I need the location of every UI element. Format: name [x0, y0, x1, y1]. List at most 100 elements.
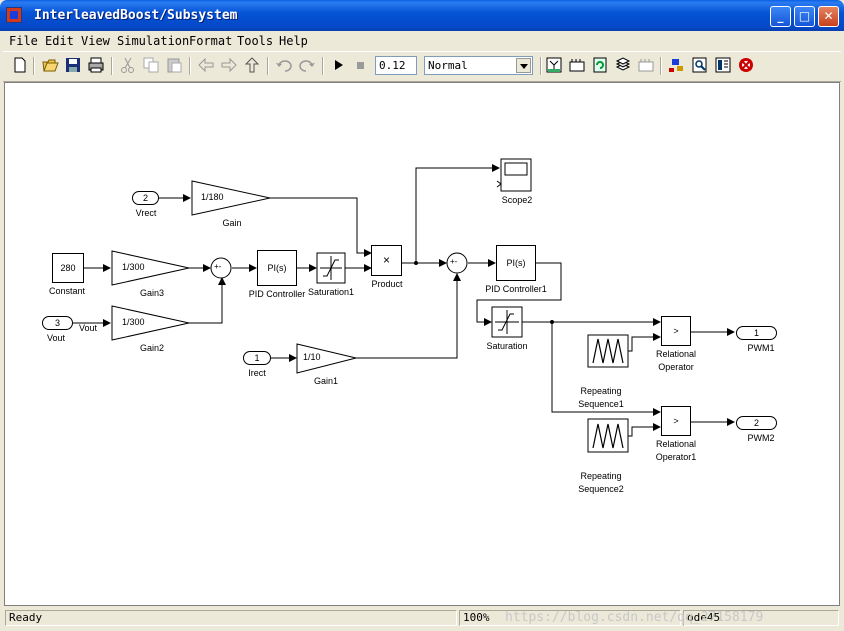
gain1-triangle[interactable]: [296, 343, 357, 374]
debug-icon[interactable]: [667, 56, 685, 74]
library-browser-icon[interactable]: [614, 56, 632, 74]
line-rep2-rel2[interactable]: [628, 423, 661, 437]
sum2-signs: +-: [450, 257, 458, 266]
line-pid1-saturation[interactable]: [476, 262, 562, 326]
menu-format-label: Format: [189, 34, 233, 48]
relational-operator1-label2: Operator1: [655, 452, 697, 462]
sum2-block[interactable]: [446, 252, 468, 274]
menu-edit[interactable]: Edit: [45, 34, 74, 48]
line-product-scope2[interactable]: [415, 164, 500, 263]
relational-operator1-block[interactable]: >: [661, 406, 691, 436]
line-rep1-rel1[interactable]: [628, 333, 661, 352]
inport-vout-num: 3: [54, 318, 60, 328]
menu-edit-label: Edit: [45, 34, 74, 48]
up-arrow-icon[interactable]: [243, 56, 261, 74]
forward-arrow-icon[interactable]: [220, 56, 238, 74]
repeating-sequence1-label1: Repeating: [580, 386, 622, 396]
cut-icon[interactable]: [119, 56, 137, 74]
paste-icon[interactable]: [165, 56, 183, 74]
stop-time-input[interactable]: 0.12: [375, 56, 417, 75]
save-icon[interactable]: [64, 56, 82, 74]
constant-label: Constant: [48, 286, 86, 296]
menu-help-label: Help: [279, 34, 308, 48]
close-button[interactable]: ✕: [818, 6, 839, 27]
watermark-text: https://blog.csdn.net/qq_27158179: [505, 610, 764, 625]
open-folder-icon[interactable]: [41, 56, 59, 74]
simulink-app-icon[interactable]: [6, 7, 22, 23]
menu-tools[interactable]: Tools: [237, 34, 273, 48]
redo-icon[interactable]: [298, 56, 316, 74]
line-saturation-rel2[interactable]: [551, 322, 661, 416]
pid-controller1-block[interactable]: PI(s): [496, 245, 536, 281]
gain3-value: 1/300: [122, 262, 145, 272]
gain-label: Gain: [222, 218, 242, 228]
build-model-icon[interactable]: [545, 56, 563, 74]
gain-value: 1/180: [201, 192, 224, 202]
inport-irect-num: 1: [254, 353, 260, 363]
gain-triangle[interactable]: [191, 180, 271, 216]
pid-controller-block[interactable]: PI(s): [257, 250, 297, 286]
gain3-triangle[interactable]: [111, 250, 190, 286]
outport-pwm1[interactable]: 1: [736, 326, 777, 340]
outport-pwm2[interactable]: 2: [736, 416, 777, 430]
saturation1-label: Saturation1: [307, 287, 355, 297]
pid-controller-label: PID Controller: [248, 289, 306, 299]
menu-file[interactable]: File: [9, 34, 38, 48]
inport-irect[interactable]: 1: [243, 351, 271, 365]
print-icon[interactable]: [87, 56, 105, 74]
maximize-button[interactable]: □: [794, 6, 815, 27]
status-bar: Ready 100% ode45 https://blog.csdn.net/q…: [3, 607, 841, 629]
menu-simulation[interactable]: Simulation: [117, 34, 189, 48]
relational-operator-block[interactable]: >: [661, 316, 691, 346]
model-browser-icon[interactable]: [714, 56, 732, 74]
inport-vout-label: Vout: [46, 333, 66, 343]
gain3-label: Gain3: [139, 288, 165, 298]
status-solver: ode45: [683, 610, 839, 626]
toggle-debug-icon[interactable]: [737, 56, 755, 74]
chevron-down-icon[interactable]: [516, 58, 531, 73]
stop-simulation-icon[interactable]: [351, 56, 369, 74]
copy-icon[interactable]: [142, 56, 160, 74]
line-gain2-sum1[interactable]: [189, 277, 226, 324]
outport-pwm2-label: PWM2: [747, 433, 775, 443]
product-label: Product: [371, 279, 403, 289]
back-arrow-icon[interactable]: [197, 56, 215, 74]
status-zoom: 100%: [459, 610, 681, 626]
saturation-label: Saturation: [486, 341, 528, 351]
product-block[interactable]: ×: [371, 245, 402, 276]
signal-lines: [73, 158, 735, 453]
model-canvas[interactable]: 2 Vrect 3 Vout Vout 1 Irect 1 PWM1 2 PWM…: [4, 82, 840, 606]
minimize-button[interactable]: _: [770, 6, 791, 27]
undo-icon[interactable]: [275, 56, 293, 74]
line-gain-product[interactable]: [270, 197, 372, 257]
outport-pwm1-label: PWM1: [747, 343, 775, 353]
inport-vout[interactable]: 3: [42, 316, 73, 330]
inport-irect-label: Irect: [248, 368, 266, 378]
gain2-value: 1/300: [122, 317, 145, 327]
toolbar: 0.12 Normal: [3, 51, 841, 82]
menu-help[interactable]: Help: [279, 34, 308, 48]
menu-format[interactable]: Format: [189, 34, 232, 48]
new-model-icon[interactable]: [11, 56, 29, 74]
repeating-sequence2-label1: Repeating: [580, 471, 622, 481]
inport-vrect[interactable]: 2: [132, 191, 159, 205]
simulation-mode-select[interactable]: Normal: [424, 56, 533, 75]
menu-simulation-label: Simulation: [117, 34, 190, 48]
menu-view[interactable]: View: [81, 34, 110, 48]
constant-block[interactable]: 280: [52, 253, 84, 283]
start-simulation-icon[interactable]: [329, 56, 347, 74]
window-title: InterleavedBoost/Subsystem: [34, 8, 238, 23]
model-explorer-icon[interactable]: [637, 56, 655, 74]
relational-operator1-label1: Relational: [655, 439, 697, 449]
refresh-icon[interactable]: [591, 56, 609, 74]
find-icon[interactable]: [691, 56, 709, 74]
gain2-triangle[interactable]: [111, 305, 190, 341]
product-symbol: ×: [382, 253, 390, 267]
update-diagram-icon[interactable]: [568, 56, 586, 74]
outport-pwm2-num: 2: [753, 418, 759, 428]
menu-file-label: File: [9, 34, 38, 48]
sum1-block[interactable]: [210, 257, 232, 279]
title-bar[interactable]: InterleavedBoost/Subsystem _ □ ✕: [0, 0, 844, 31]
pid-controller-value: PI(s): [267, 263, 287, 273]
line-gain1-sum2[interactable]: [356, 273, 461, 359]
